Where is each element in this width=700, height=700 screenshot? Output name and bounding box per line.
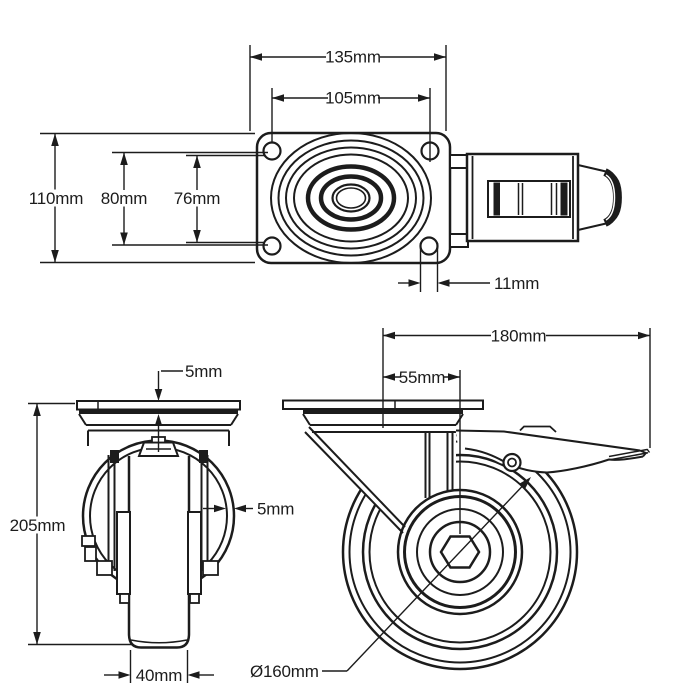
dim-bracket-thickness: 5mm [257,500,294,519]
dim-bolt-spacing-width: 80mm [101,189,147,208]
top-view-dimensions: 135mm 105mm 110mm 80mm [29,45,539,293]
side-view-dimensions: 180mm 55mm Ø160mm [250,327,651,681]
top-view: 135mm 105mm 110mm 80mm [29,45,622,293]
top-view-brake-pedal [577,164,622,231]
front-view-hub-plates [116,511,202,604]
dim-plate-length: 135mm [325,48,381,67]
side-view: 180mm 55mm Ø160mm [250,327,651,681]
top-view-fork-arms [449,154,469,248]
dim-bolt-spacing-length: 105mm [325,89,381,108]
front-view-fork-legs [107,455,209,571]
dim-wheel-width: 40mm [136,666,182,685]
dim-overall-height: 205mm [10,516,66,535]
side-view-fork [304,426,504,558]
dim-wheel-diameter: Ø160mm [250,662,319,681]
dim-plate-width: 110mm [29,189,83,208]
front-view-wheel [127,456,191,649]
dim-overall-length: 180mm [491,327,547,346]
dim-swivel-offset: 55mm [399,368,445,387]
front-view: 5mm 205mm 5mm [10,362,295,685]
side-view-brake [455,425,651,474]
front-view-dimensions: 5mm 205mm 5mm [10,362,295,685]
front-view-brake-bracket [81,535,219,576]
dim-plate-thickness: 5mm [185,362,222,381]
top-view-wheel [465,152,580,243]
dim-bolt-hole-diameter: 11mm [494,274,539,293]
top-view-swivel-rings [270,132,432,264]
dim-inner-spacing: 76mm [174,189,220,208]
